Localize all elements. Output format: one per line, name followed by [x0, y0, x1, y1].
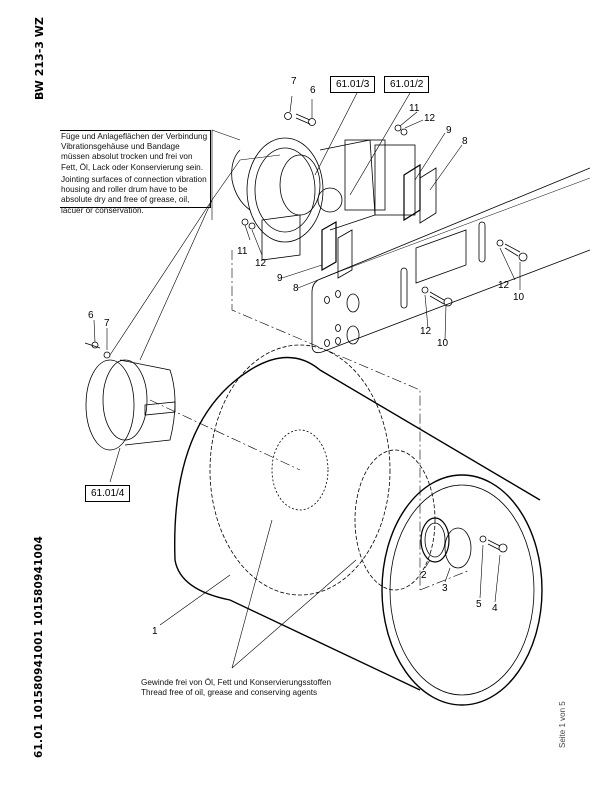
thread-note-english: Thread free of oil, grease and conservin… — [141, 688, 318, 697]
alignment-lines — [149, 250, 471, 591]
side-housing — [85, 359, 176, 451]
callout-9: 9 — [277, 273, 283, 284]
callout-11: 11 — [237, 246, 248, 257]
callout-2: 2 — [421, 570, 427, 581]
callout-3: 3 — [442, 583, 448, 594]
jointing-note-english: Jointing surfaces of connection vibratio… — [61, 175, 207, 215]
callout-12: 12 — [498, 280, 510, 291]
side-frame-plate — [311, 167, 591, 354]
callout-1: 1 — [152, 626, 158, 637]
reference-box-61-01-3[interactable]: 61.01/3 — [330, 76, 376, 93]
callout-11: 11 — [409, 103, 420, 114]
callout-7: 7 — [291, 76, 297, 87]
leader-lines — [93, 92, 521, 669]
document-code: 61.01 101580941001 101580941004 — [33, 535, 45, 758]
jointing-note-box — [60, 130, 211, 208]
callout-6: 6 — [310, 85, 316, 96]
jointing-note-german: Füge und Anlageflächen der Verbindung Vi… — [61, 132, 208, 172]
callout-8: 8 — [462, 136, 468, 147]
callout-4: 4 — [492, 603, 498, 614]
callout-10: 10 — [513, 292, 525, 303]
callout-9: 9 — [446, 125, 452, 136]
callout-12: 12 — [420, 326, 432, 337]
model-code: BW 213-3 WZ — [33, 17, 46, 100]
cover-plates — [420, 517, 472, 569]
callout-8: 8 — [293, 283, 299, 294]
callout-12: 12 — [424, 113, 436, 124]
page-number: Seite 1 von 5 — [558, 701, 567, 748]
vibration-housing-assembly — [231, 137, 416, 261]
callout-10: 10 — [437, 338, 449, 349]
roller-drum — [174, 344, 543, 706]
thread-note: Gewinde frei von Öl, Fett und Konservier… — [141, 678, 331, 698]
fasteners — [84, 112, 528, 553]
callout-7: 7 — [104, 318, 110, 329]
callout-6: 6 — [88, 310, 94, 321]
thread-note-german: Gewinde frei von Öl, Fett und Konservier… — [141, 678, 332, 687]
reference-box-61-01-4[interactable]: 61.01/4 — [85, 485, 131, 502]
shim-plates — [321, 163, 437, 279]
callout-12: 12 — [255, 258, 267, 269]
callout-5: 5 — [476, 599, 482, 610]
reference-box-61-01-2[interactable]: 61.01/2 — [384, 76, 430, 93]
